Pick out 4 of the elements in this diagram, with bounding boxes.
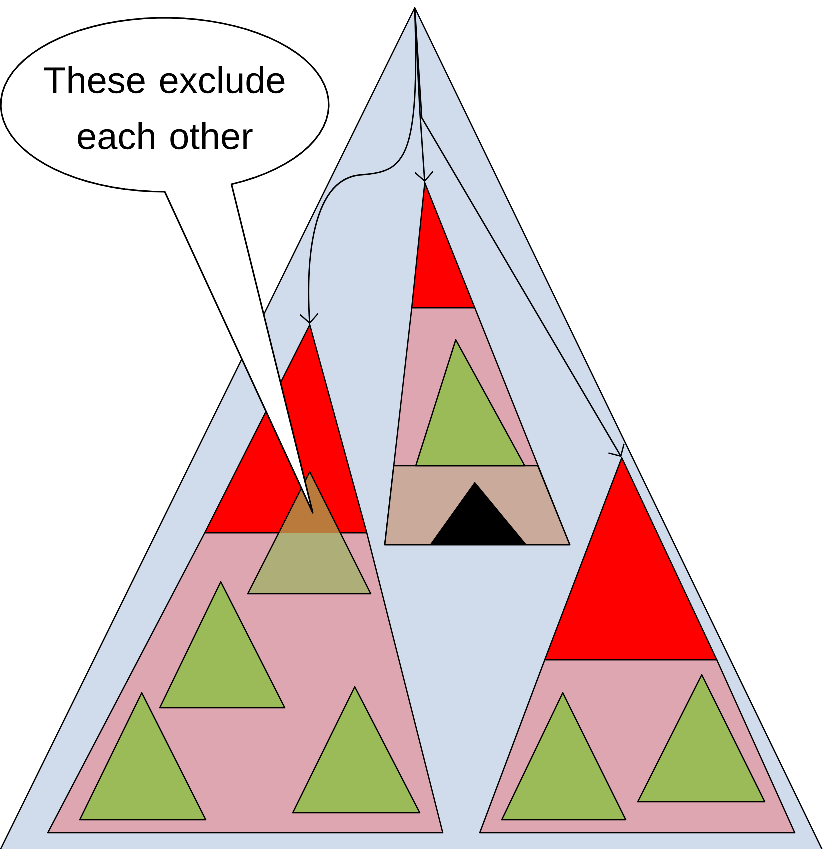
triangle <box>544 457 718 661</box>
arrow <box>414 8 625 458</box>
triangle <box>411 182 476 309</box>
speech-bubble: These exclude each other <box>0 17 330 514</box>
